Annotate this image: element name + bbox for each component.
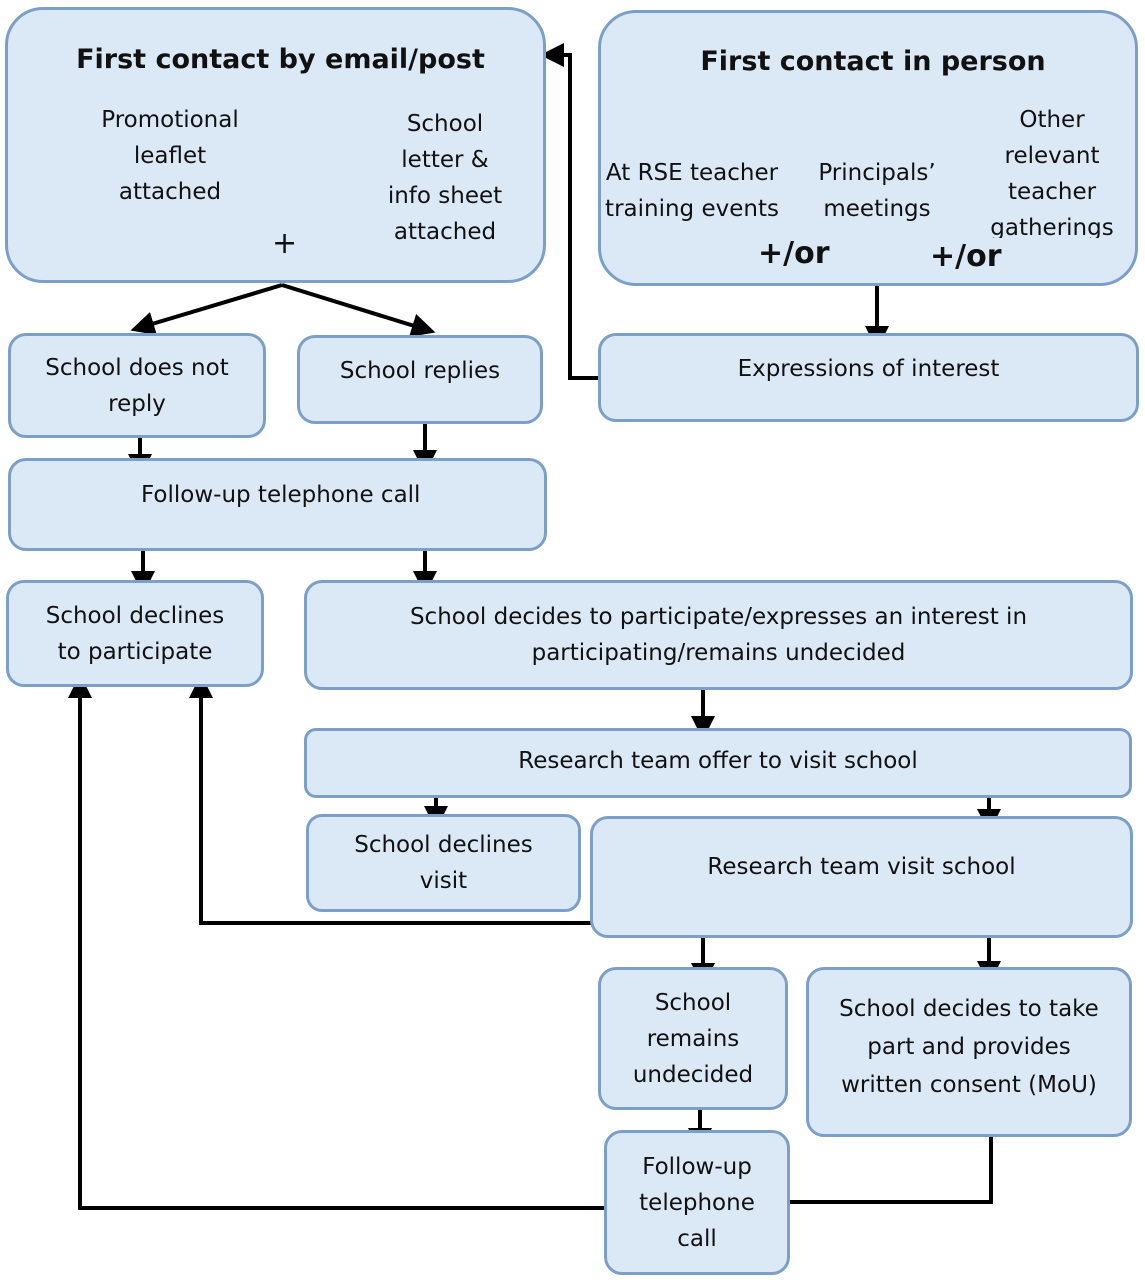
research-team-offer-text: Research team offer to visit school: [518, 748, 918, 774]
arrow-call2-to-takes-part: [790, 1104, 1003, 1204]
other-gatherings-clip: Other relevant teacher gatherings: [966, 100, 1138, 238]
school-letter-text: School letter & info sheet attached: [387, 111, 503, 245]
school-declines-participate-box: School declines to participate: [6, 580, 264, 687]
plus-combiner: +: [272, 226, 298, 261]
follow-up-call-2-text: Follow-up telephone call: [639, 1153, 755, 1252]
promotional-leaflet-text: Promotional leaflet attached: [101, 107, 239, 205]
email-post-box: [5, 7, 546, 283]
expressions-of-interest-box: Expressions of interest: [598, 333, 1139, 422]
and-or-combiner-1: +/or: [758, 236, 830, 271]
school-does-not-reply-text: School does not reply: [45, 354, 229, 417]
follow-up-call-box: Follow-up telephone call: [8, 458, 547, 551]
school-declines-participate-text: School declines to participate: [45, 602, 225, 665]
arrow-visit-to-declines: [189, 674, 592, 925]
in-person-box: [598, 10, 1138, 286]
school-takes-part-box: School decides to take part and provides…: [806, 967, 1132, 1137]
school-declines-visit-box: School declines visit: [306, 814, 581, 912]
research-team-visit-text: Research team visit school: [707, 854, 1016, 880]
other-gatherings-text: Other relevant teacher gatherings: [990, 107, 1114, 238]
school-remains-undecided-text: School remains undecided: [632, 989, 754, 1088]
expressions-of-interest-text: Expressions of interest: [737, 356, 1000, 382]
arrow-email-to-no-reply: [130, 283, 283, 336]
school-declines-visit-text: School declines visit: [354, 832, 533, 894]
arrow-email-to-replies: [281, 283, 436, 337]
rse-training-text: At RSE teacher training events: [605, 160, 779, 222]
school-takes-part-text: School decides to take part and provides…: [839, 996, 1099, 1098]
arrow-interest-to-email: [540, 43, 598, 380]
school-decides-participate-box: School decides to participate/expresses …: [304, 580, 1133, 690]
follow-up-call-2-box: Follow-up telephone call: [604, 1130, 790, 1275]
school-replies-text: School replies: [339, 358, 501, 384]
school-remains-undecided-box: School remains undecided: [598, 967, 788, 1110]
follow-up-call-text: Follow-up telephone call: [141, 482, 421, 508]
research-team-visit-box: Research team visit school: [590, 816, 1133, 938]
school-does-not-reply-box: School does not reply: [8, 333, 266, 438]
principals-meetings-text: Principals’ meetings: [818, 160, 936, 222]
research-team-offer-box: Research team offer to visit school: [304, 728, 1132, 798]
school-decides-participate-text: School decides to participate/expresses …: [409, 604, 1028, 666]
email-post-title: First contact by email/post: [76, 44, 485, 75]
arrow-call2-to-declines: [68, 674, 605, 1210]
and-or-combiner-2: +/or: [930, 239, 1002, 274]
school-replies-box: School replies: [297, 335, 543, 424]
in-person-title: First contact in person: [700, 46, 1046, 77]
